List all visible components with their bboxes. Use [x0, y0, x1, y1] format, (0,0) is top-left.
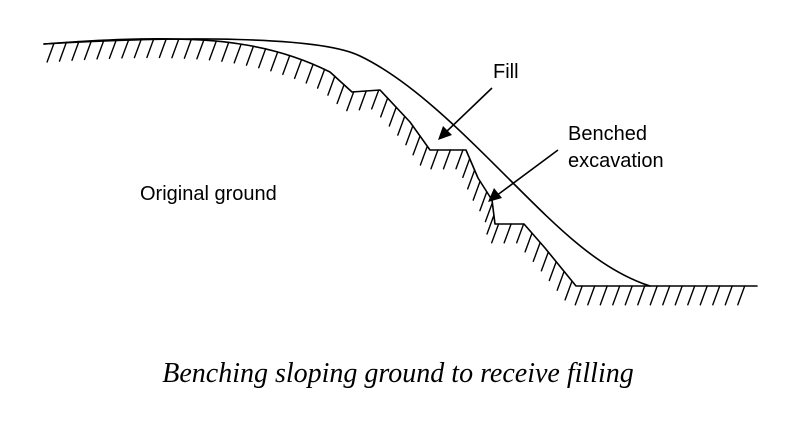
hatch-mark	[612, 285, 621, 306]
hatch-mark	[467, 169, 476, 190]
benched-label-line1: Benched	[568, 123, 647, 145]
fill-arrow-head	[438, 126, 452, 140]
hatch-mark	[388, 106, 397, 127]
hatch-mark	[491, 223, 500, 244]
hatch-mark	[687, 285, 696, 306]
hatch-mark	[484, 202, 494, 223]
hatch-mark	[724, 285, 733, 306]
fill-arrow-line	[444, 87, 493, 134]
benched-ground-line	[43, 37, 758, 287]
hatch-mark	[133, 38, 143, 59]
fill-label: Fill	[493, 61, 519, 83]
hatch-mark	[171, 38, 180, 59]
hatch-mark	[472, 180, 481, 201]
hatch-mark	[221, 41, 230, 62]
hatch-mark	[548, 261, 557, 282]
hatch-mark	[637, 285, 646, 306]
figure-caption: Benching sloping ground to receive filli…	[162, 358, 634, 389]
hatch-mark	[270, 51, 279, 72]
hatch-mark	[532, 241, 541, 262]
hatch-mark	[540, 251, 549, 272]
hatch-mark	[599, 285, 608, 306]
hatch-mark	[83, 40, 93, 61]
fill-surface-line	[43, 38, 651, 287]
hatch-mark	[574, 285, 583, 306]
hatch-mark	[662, 285, 671, 306]
hatch-mark	[245, 45, 255, 66]
hatch-mark	[358, 90, 367, 111]
hatch-mark	[624, 285, 633, 306]
hatch-mark	[146, 38, 155, 59]
hatch-mark	[442, 149, 452, 170]
hatch-mark	[336, 83, 345, 105]
hatch-mark	[208, 40, 218, 61]
hatch-mark	[71, 40, 80, 61]
hatch-mark	[462, 157, 471, 179]
hatch-mark	[158, 38, 168, 59]
ground-hatching	[46, 38, 746, 306]
hatch-mark	[46, 42, 55, 63]
hatch-mark	[258, 48, 267, 69]
hatch-mark	[564, 280, 573, 301]
original-ground-label: Original ground	[140, 183, 277, 205]
hatch-mark	[293, 59, 303, 80]
hatch-mark	[674, 285, 683, 306]
hatch-mark	[430, 149, 439, 170]
hatch-mark	[737, 285, 746, 306]
hatch-mark	[397, 115, 406, 136]
hatch-mark	[121, 38, 130, 59]
hatch-mark	[587, 285, 596, 306]
hatch-mark	[712, 285, 721, 306]
benched-arrow-line	[495, 149, 559, 197]
hatch-mark	[183, 38, 193, 59]
hatch-mark	[327, 75, 336, 96]
benched-arrow-head	[488, 188, 502, 202]
hatch-mark	[649, 285, 658, 306]
hatch-mark	[556, 270, 565, 291]
hatch-mark	[486, 214, 495, 235]
hatch-mark	[419, 145, 428, 166]
hatch-mark	[108, 38, 118, 60]
hatch-mark	[96, 39, 105, 60]
hatch-mark	[455, 149, 464, 170]
hatch-mark	[305, 63, 314, 84]
hatch-mark	[380, 97, 389, 118]
hatch-mark	[371, 89, 380, 110]
hatch-mark	[58, 41, 68, 62]
hatch-mark	[699, 285, 708, 306]
hatch-mark	[196, 39, 205, 60]
benched-label-line2: excavation	[568, 150, 664, 172]
hatch-mark	[405, 125, 414, 146]
hatch-mark	[233, 43, 242, 64]
hatch-mark	[516, 223, 525, 244]
hatch-mark	[346, 91, 355, 112]
hatch-mark	[316, 68, 326, 89]
hatch-mark	[524, 232, 533, 253]
hatch-mark	[282, 54, 291, 76]
hatch-mark	[479, 191, 488, 212]
hatch-mark	[503, 223, 512, 244]
hatch-mark	[412, 135, 421, 156]
